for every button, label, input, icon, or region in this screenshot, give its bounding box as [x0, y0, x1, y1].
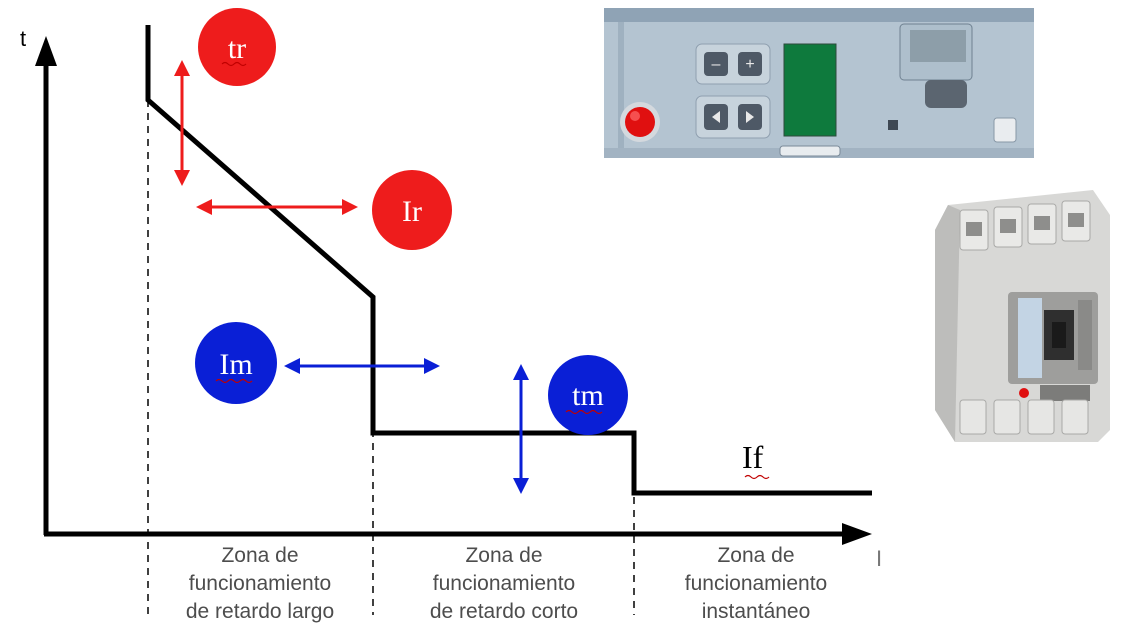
zone-label-instantaneous: Zona de funcionamiento instantáneo	[685, 544, 827, 623]
x-axis-label: I	[876, 546, 882, 571]
x-axis-arrowhead	[842, 523, 872, 545]
Ir-adjust-arrow	[196, 199, 358, 215]
svg-text:Zona de: Zona de	[465, 544, 542, 567]
zone-label-long-delay: Zona de funcionamiento de retardo largo	[186, 544, 334, 623]
svg-text:Zona de: Zona de	[717, 544, 794, 567]
svg-text:de retardo largo: de retardo largo	[186, 600, 334, 623]
circuit-breaker-image	[935, 190, 1110, 442]
trip-unit-panel-image: – +	[604, 8, 1034, 158]
svg-text:funcionamiento: funcionamiento	[433, 572, 575, 595]
tr-label: tr	[228, 32, 246, 65]
tm-adjust-arrow	[513, 364, 529, 494]
svg-text:–: –	[712, 56, 721, 73]
y-axis-label: t	[20, 26, 26, 51]
tr-badge: tr	[198, 8, 276, 86]
zone-label-short-delay: Zona de funcionamiento de retardo corto	[430, 544, 578, 623]
If-label: If	[742, 439, 764, 475]
Im-adjust-arrow	[284, 358, 440, 374]
svg-text:de retardo corto: de retardo corto	[430, 600, 578, 623]
svg-text:funcionamiento: funcionamiento	[685, 572, 827, 595]
trip-curve	[145, 25, 872, 496]
svg-text:funcionamiento: funcionamiento	[189, 572, 331, 595]
svg-text:instantáneo: instantáneo	[702, 600, 811, 623]
svg-text:Zona de: Zona de	[221, 544, 298, 567]
Ir-badge: Ir	[372, 170, 452, 250]
tm-badge: tm	[548, 355, 628, 435]
Ir-label: Ir	[402, 195, 422, 228]
svg-text:+: +	[745, 56, 754, 73]
tm-label: tm	[572, 379, 604, 412]
Im-label: Im	[219, 348, 252, 381]
tr-adjust-arrow	[174, 60, 190, 186]
y-axis-arrowhead	[35, 36, 57, 66]
Im-badge: Im	[195, 322, 277, 404]
